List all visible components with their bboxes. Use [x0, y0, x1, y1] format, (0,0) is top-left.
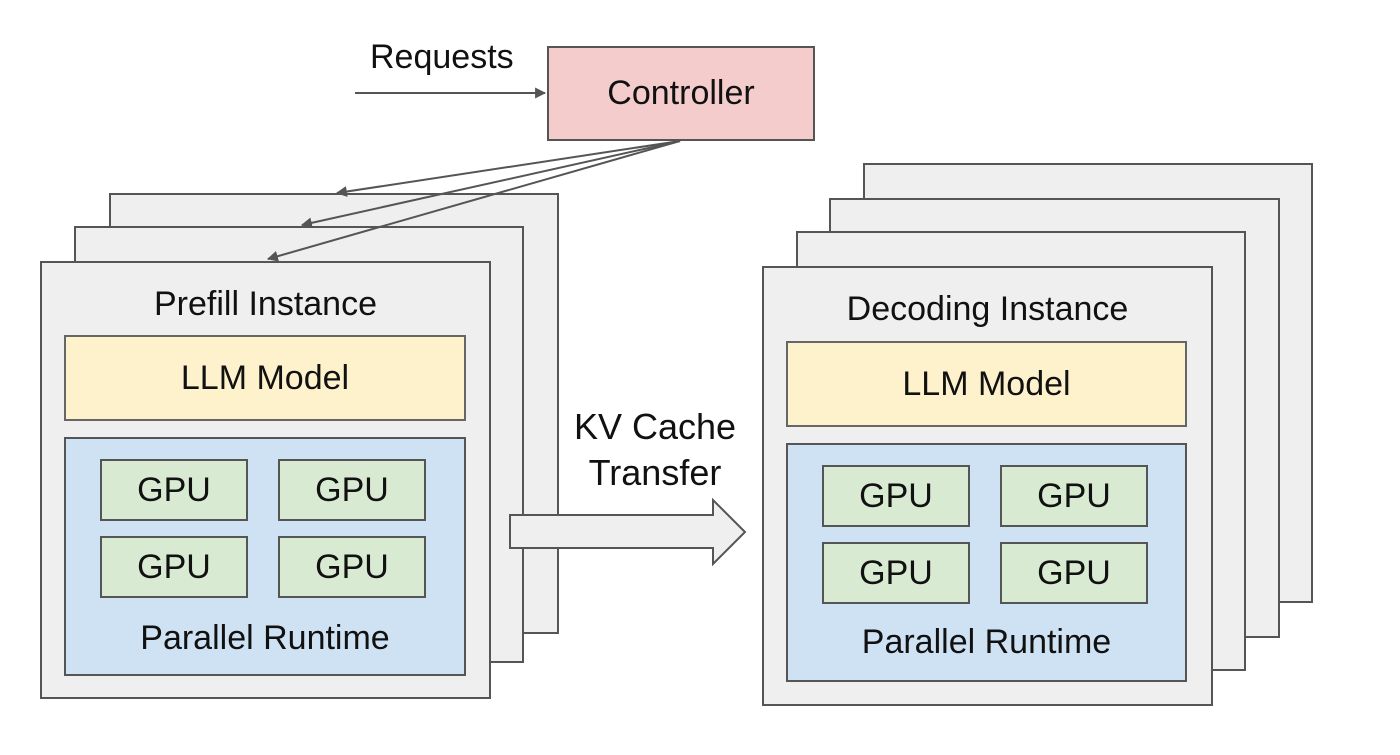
decoding-runtime-label: Parallel Runtime	[861, 623, 1112, 661]
prefill-llm-model: LLM Model	[64, 335, 466, 421]
requests-label: Requests	[370, 38, 514, 76]
gpu-label: GPU	[859, 476, 933, 515]
gpu-label: GPU	[315, 547, 389, 586]
decoding-llm-model: LLM Model	[786, 341, 1187, 427]
gpu-label: GPU	[1037, 476, 1111, 515]
gpu-label: GPU	[859, 553, 933, 592]
decoding-gpu-3: GPU	[822, 542, 970, 604]
decoding-gpu-4: GPU	[1000, 542, 1148, 604]
prefill-gpu-1: GPU	[100, 459, 248, 521]
decoding-gpu-1: GPU	[822, 465, 970, 527]
kv-cache-transfer-line1: KV Cache	[573, 406, 737, 447]
gpu-label: GPU	[137, 470, 211, 509]
kv-transfer-arrow	[509, 497, 747, 567]
prefill-instance-title: Prefill Instance	[154, 285, 377, 323]
decoding-instance-title: Decoding Instance	[846, 290, 1129, 328]
dispatch-arrow-3	[266, 140, 681, 262]
decoding-gpu-2: GPU	[1000, 465, 1148, 527]
controller-box: Controller	[547, 46, 815, 141]
prefill-llm-model-label: LLM Model	[180, 358, 350, 397]
controller-label: Controller	[607, 74, 755, 112]
gpu-label: GPU	[137, 547, 211, 586]
prefill-runtime-label: Parallel Runtime	[140, 619, 390, 657]
kv-cache-transfer-label: KV Cache Transfer	[540, 404, 770, 496]
kv-cache-transfer-line2: Transfer	[588, 452, 722, 493]
gpu-label: GPU	[1037, 553, 1111, 592]
dispatch-arrow-1	[335, 140, 681, 197]
prefill-gpu-2: GPU	[278, 459, 426, 521]
prefill-gpu-4: GPU	[278, 536, 426, 598]
prefill-gpu-3: GPU	[100, 536, 248, 598]
dispatch-arrow-2	[300, 140, 681, 229]
decoding-llm-model-label: LLM Model	[902, 364, 1071, 403]
gpu-label: GPU	[315, 470, 389, 509]
